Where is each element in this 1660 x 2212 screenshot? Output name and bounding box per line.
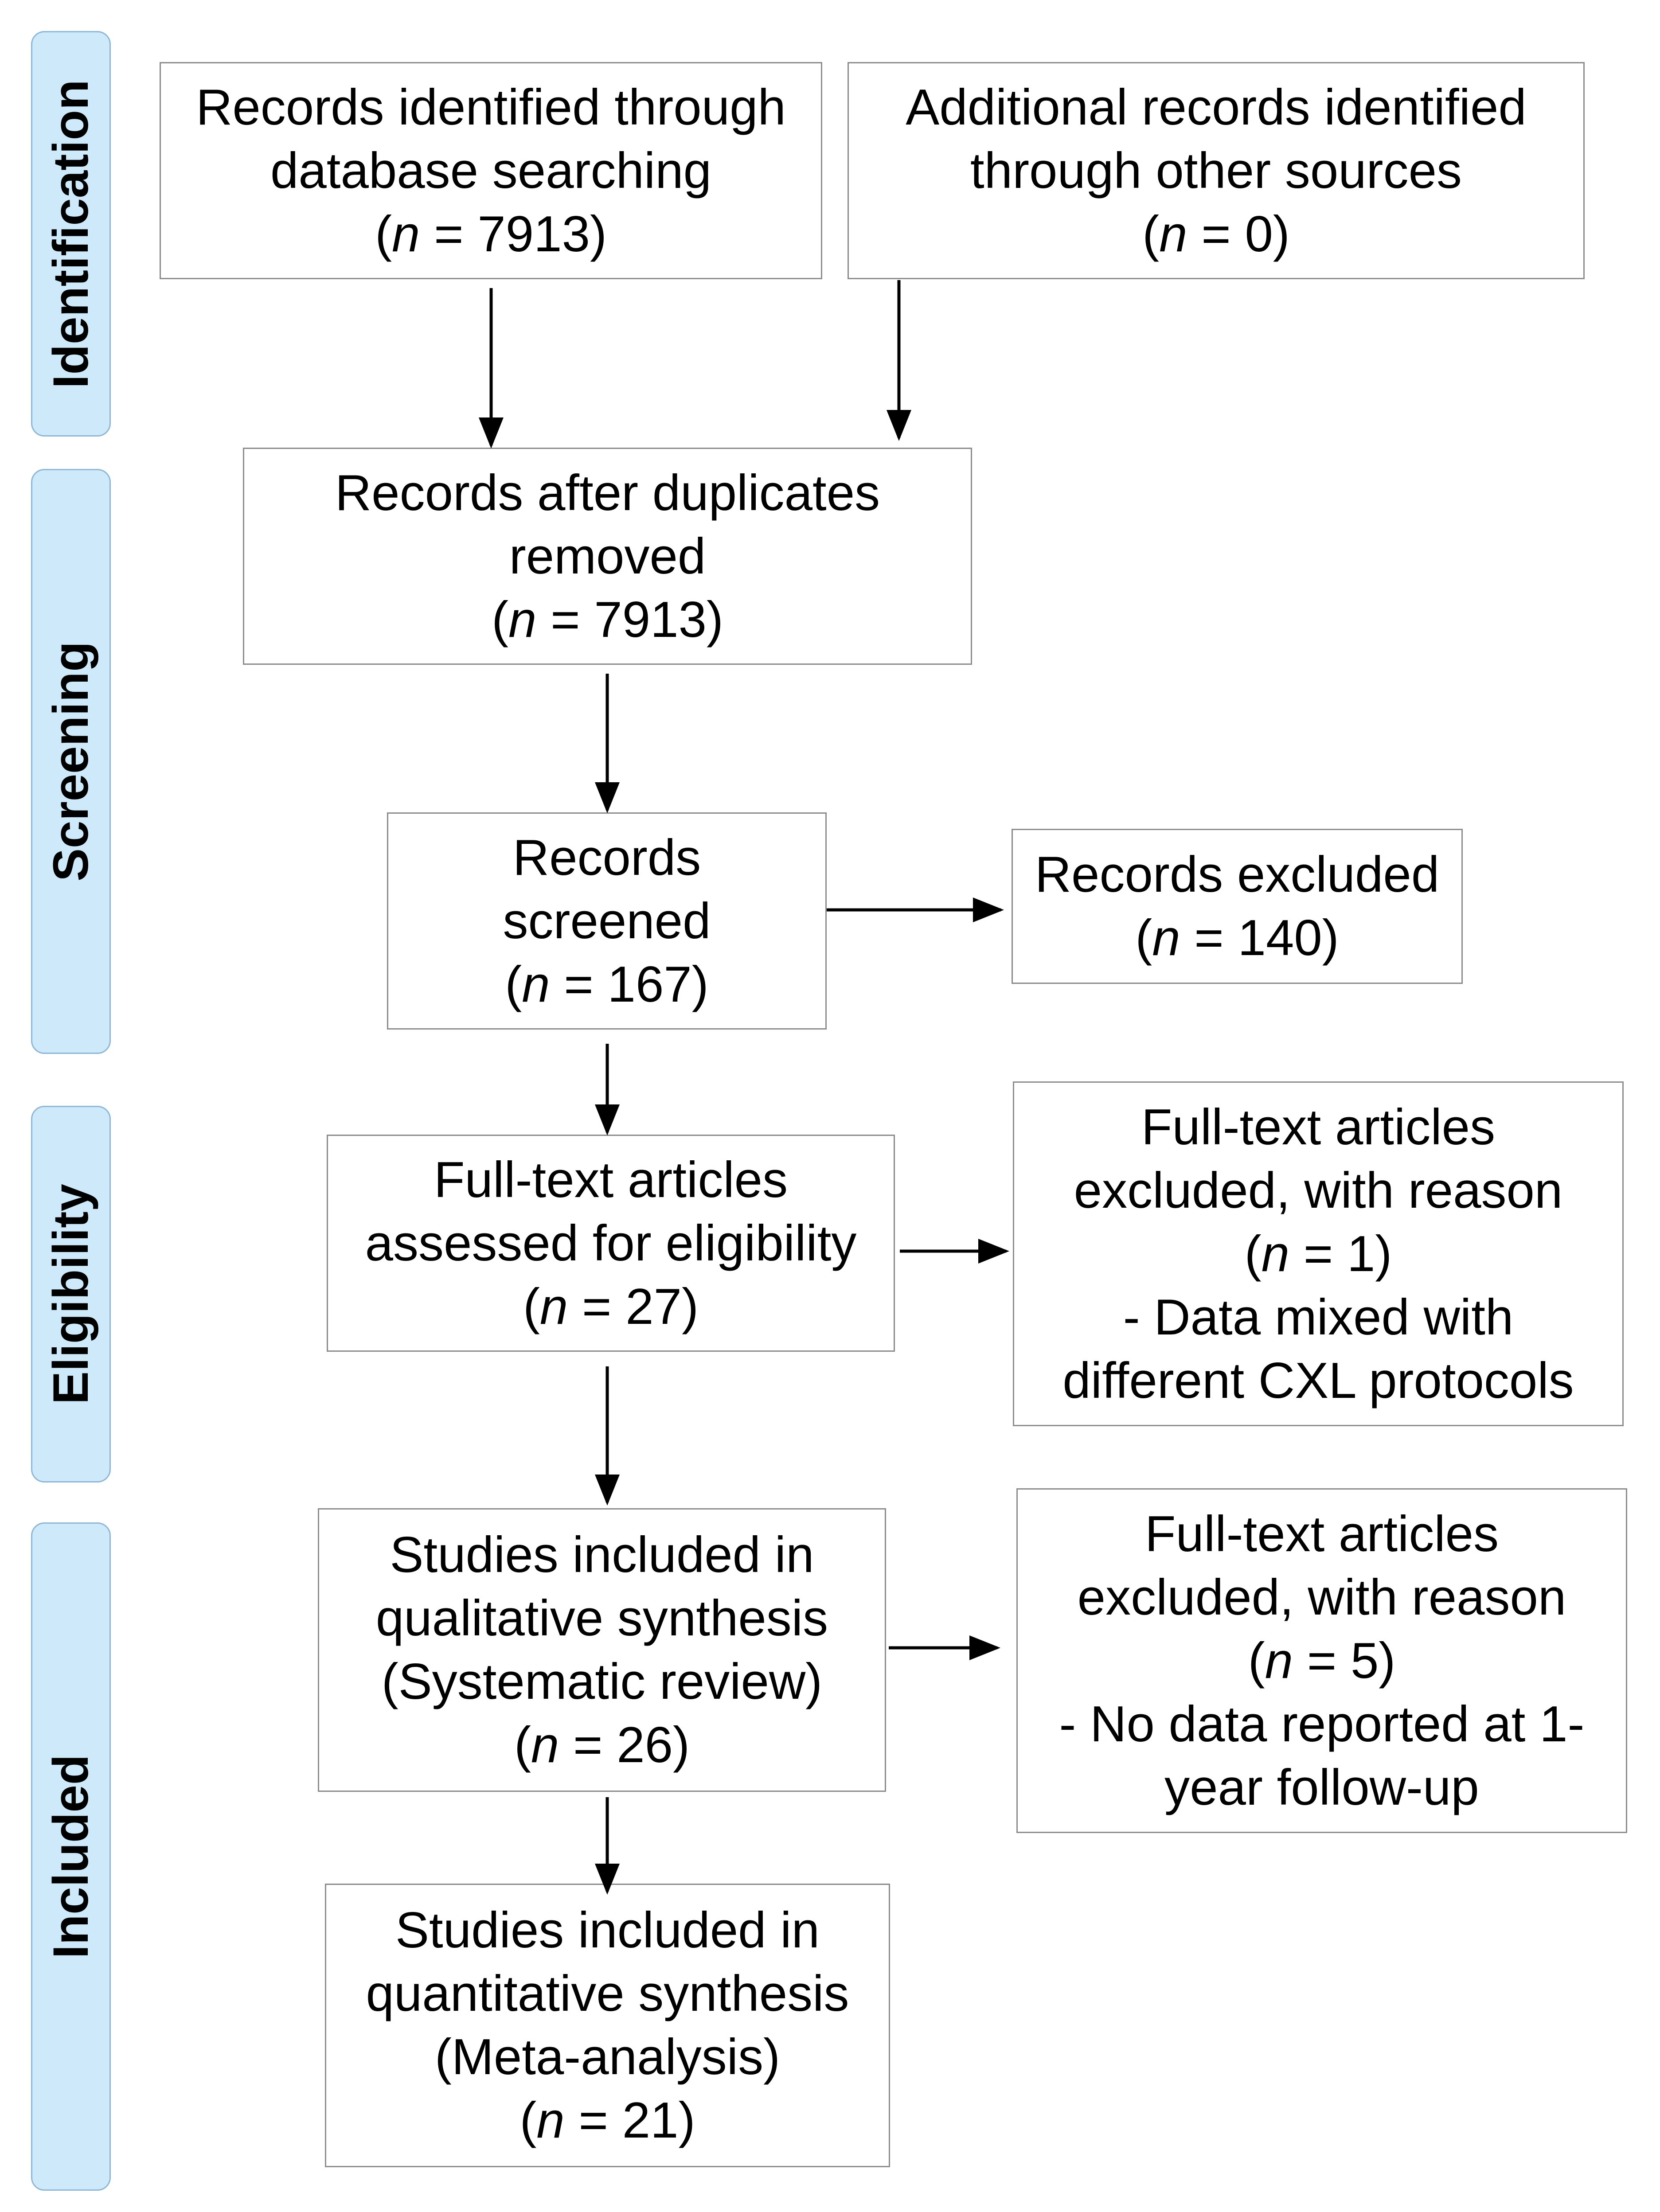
box-count-value: 5 (1350, 1632, 1379, 1689)
box-count: (n = 140) (1135, 910, 1339, 966)
box-text-line: Records identified through (196, 79, 786, 136)
fulltext-assessed-box: Full-text articles assessed for eligibili… (327, 1135, 895, 1352)
box-text-line: assessed for eligibility (365, 1215, 857, 1272)
box-text-line: excluded, with reason (1074, 1162, 1563, 1219)
box-reason-line: different CXL protocols (1062, 1352, 1574, 1409)
box-text-line: Studies included in (395, 1902, 820, 1958)
box-count-value: 27 (625, 1278, 682, 1335)
box-count: (n = 167) (505, 956, 709, 1013)
box-count: (n = 5) (1248, 1632, 1396, 1689)
box-text-line: Full-text articles (434, 1151, 788, 1208)
box-text-line: database searching (270, 142, 712, 199)
box-count-value: 7913 (594, 591, 707, 648)
fulltext-excluded-reason-box-2: Full-text articles excluded, with reason (… (1016, 1488, 1627, 1833)
box-count-value: 26 (617, 1717, 673, 1773)
quantitative-synthesis-box: Studies included in quantitative synthesi… (325, 1884, 890, 2167)
records-excluded-box: Records excluded (n = 140) (1012, 829, 1463, 984)
box-text-line: excluded, with reason (1077, 1569, 1566, 1626)
fulltext-excluded-reason-box-1: Full-text articles excluded, with reason (… (1013, 1081, 1624, 1426)
box-count: (n = 7913) (492, 591, 723, 648)
box-text-line: Additional records identified (906, 79, 1527, 136)
box-count-value: 21 (622, 2092, 679, 2149)
box-count: (n = 1) (1244, 1225, 1392, 1282)
box-text-line: quantitative synthesis (366, 1966, 849, 2022)
box-text-line: screened (503, 893, 711, 949)
phase-included: Included (31, 1522, 111, 2191)
qualitative-synthesis-box: Studies included in qualitative synthesis… (318, 1508, 886, 1792)
box-text-line: (Systematic review) (381, 1654, 823, 1710)
phase-screening: Screening (31, 469, 111, 1054)
box-text-line: qualitative synthesis (375, 1590, 828, 1646)
box-text-line: Records (512, 829, 701, 886)
box-text-line: removed (509, 528, 706, 585)
box-count-value: 0 (1245, 206, 1273, 262)
box-reason-line: - No data reported at 1- (1059, 1696, 1585, 1752)
box-reason-line: year follow-up (1164, 1759, 1479, 1816)
box-count: (n = 26) (514, 1717, 690, 1773)
records-after-duplicates-box: Records after duplicates removed (n = 7913… (243, 448, 972, 665)
box-text-line: (Meta-analysis) (434, 2029, 781, 2085)
box-text-line: Records after duplicates (335, 464, 880, 521)
box-count-value: 1 (1347, 1225, 1375, 1282)
box-text-line: Full-text articles (1144, 1506, 1499, 1562)
box-count-value: 140 (1238, 910, 1322, 966)
records-database-box: Records identified through database searc… (160, 62, 822, 279)
box-reason-line: - Data mixed with (1123, 1289, 1514, 1346)
box-count: (n = 27) (523, 1278, 699, 1335)
box-text-line: Records excluded (1035, 847, 1440, 903)
box-count: (n = 7913) (375, 206, 607, 262)
box-text-line: through other sources (970, 142, 1462, 199)
box-text-line: Full-text articles (1141, 1099, 1496, 1155)
box-text-line: Studies included in (390, 1527, 814, 1583)
box-count: (n = 21) (519, 2092, 695, 2149)
box-count-value: 7913 (477, 206, 590, 262)
records-screened-box: Records screened (n = 167) (387, 812, 827, 1030)
phase-eligibility: Eligibility (31, 1106, 111, 1482)
phase-identification: Identification (31, 31, 111, 437)
records-other-sources-box: Additional records identified through oth… (848, 62, 1585, 279)
box-count: (n = 0) (1142, 206, 1290, 262)
box-count-value: 167 (607, 956, 692, 1013)
